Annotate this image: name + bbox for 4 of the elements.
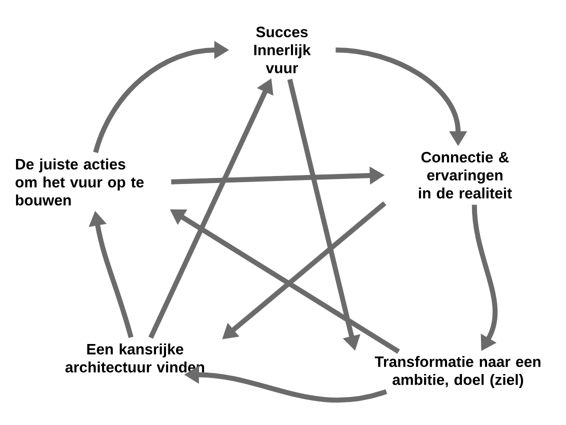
step-label: Transformatie naar een ambitie, doel (ziel) <box>374 356 540 388</box>
step-label: Succes Innerlijk vuur <box>254 26 311 74</box>
step-label: De juiste acties om het vuur op te bouwen <box>16 158 144 206</box>
step-label: Connectie & ervaringen in de realiteit <box>418 151 512 198</box>
